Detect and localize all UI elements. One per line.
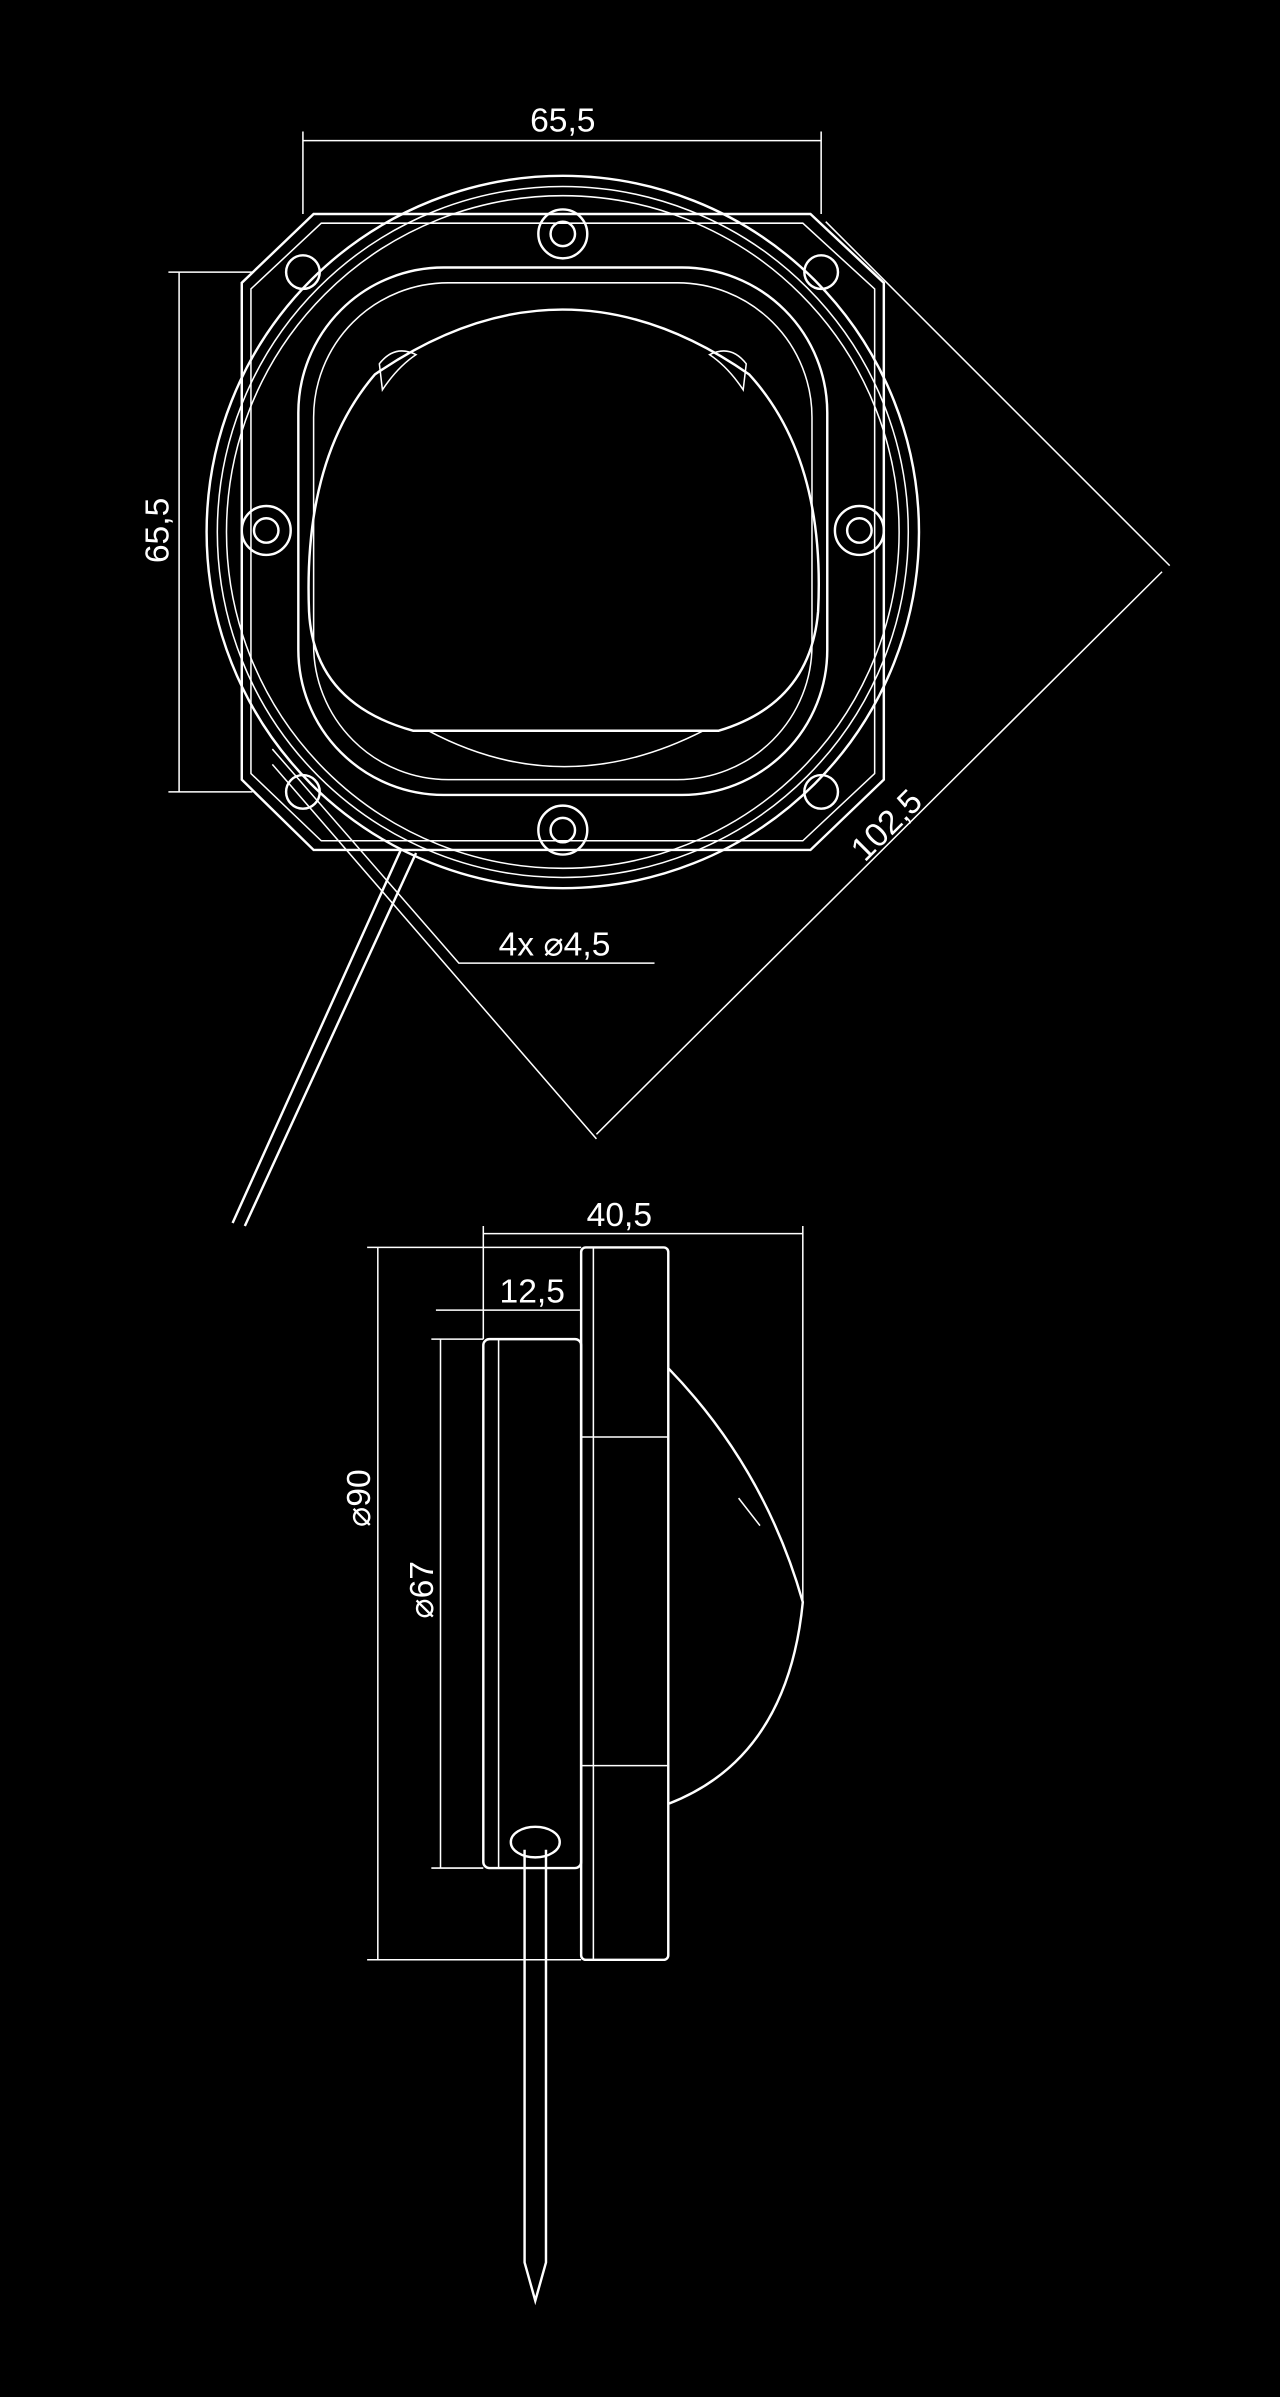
flange (579, 1246, 670, 1962)
dimension-diagonal: 102,5 (271, 221, 1171, 1140)
svg-text:102,5: 102,5 (844, 783, 930, 869)
inner-housing (297, 266, 829, 797)
mounting-holes (240, 208, 886, 856)
svg-text:65,5: 65,5 (530, 102, 595, 139)
cable-top (231, 849, 418, 1227)
dimension-depth: 40,5 (482, 1197, 804, 1603)
top-view: 65,5 65,5 102,5 4x ⌀4,5 (139, 102, 1171, 1227)
svg-text:12,5: 12,5 (500, 1273, 565, 1310)
svg-text:⌀90: ⌀90 (341, 1469, 378, 1527)
lens-outline (307, 308, 820, 732)
dimension-inner-diameter: ⌀67 (404, 1338, 484, 1869)
outer-ring (205, 174, 921, 890)
svg-text:40,5: 40,5 (587, 1197, 652, 1234)
cable-side (523, 1849, 548, 2306)
svg-text:65,5: 65,5 (139, 498, 176, 563)
lens-profile (667, 1367, 805, 1806)
dimension-flange: 12,5 (435, 1273, 582, 1311)
hole-callout: 4x ⌀4,5 (271, 748, 655, 964)
side-view: 40,5 12,5 ⌀90 ⌀67 (341, 1197, 805, 2306)
dimension-width: 65,5 (302, 102, 822, 215)
svg-text:4x ⌀4,5: 4x ⌀4,5 (499, 926, 611, 963)
svg-text:⌀67: ⌀67 (404, 1561, 441, 1619)
dimension-outer-diameter: ⌀90 (341, 1246, 582, 1961)
flange-plate (240, 212, 886, 852)
dimension-height: 65,5 (139, 271, 253, 793)
